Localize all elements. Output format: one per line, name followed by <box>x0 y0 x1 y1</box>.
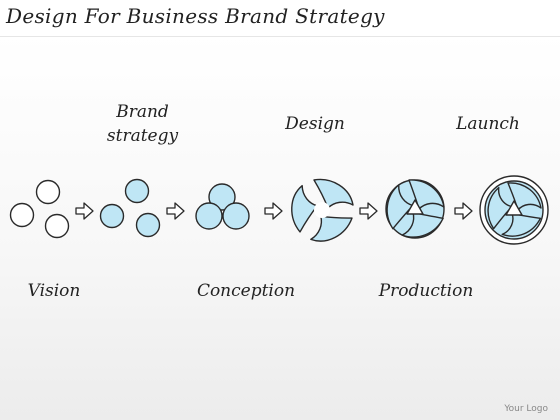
label-brand-strategy: Brand strategy <box>106 102 179 146</box>
arrow-icon <box>454 202 473 220</box>
ringed-swirl-icon <box>479 175 549 245</box>
label-vision: Vision <box>27 281 81 301</box>
label-design: Design <box>285 114 345 134</box>
overlapping-circles-icon <box>195 183 250 230</box>
three-empty-circles-icon <box>9 179 70 239</box>
arrow-icon <box>264 202 283 220</box>
tight-swirl-icon <box>385 179 445 239</box>
label-production: Production <box>378 281 474 301</box>
title-bar: Design For Business Brand Strategy <box>0 0 560 37</box>
label-launch: Launch <box>456 114 520 134</box>
logo-placeholder: Your Logo <box>504 404 548 414</box>
arrow-icon <box>166 202 185 220</box>
three-blue-circles-icon <box>99 178 161 238</box>
swirl-triangle-icon <box>291 178 354 242</box>
label-conception: Conception <box>196 281 296 301</box>
arrow-icon <box>75 202 94 220</box>
page-title: Design For Business Brand Strategy <box>6 4 385 28</box>
arrow-icon <box>359 202 378 220</box>
